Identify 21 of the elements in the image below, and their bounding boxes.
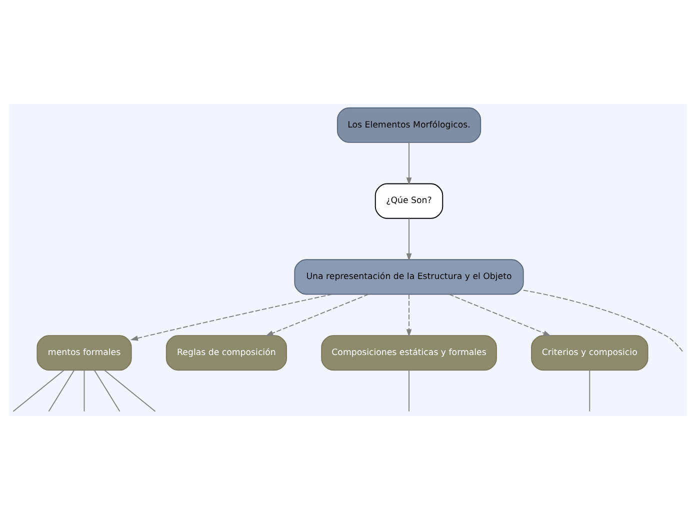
connector [522, 290, 684, 352]
connector [48, 370, 75, 412]
node-box: Reglas de composición [166, 335, 287, 371]
node-box: Criterios y composicio [531, 335, 648, 371]
connector [104, 370, 156, 412]
node-box: ¿Qúe Son? [374, 183, 444, 219]
node-box: mentos formales [36, 335, 132, 371]
arrow [448, 294, 552, 336]
node-box: Composiciones estáticas y formales [321, 335, 497, 371]
arrow [266, 294, 369, 336]
arrow [406, 142, 412, 186]
node-box: Una representación de la Estructura y el Objeto [294, 259, 524, 295]
node-box: Los Elementos Morfólogicos. [336, 107, 482, 143]
arrow [406, 294, 412, 337]
connector [12, 370, 65, 412]
connector [408, 370, 410, 412]
connector [94, 370, 120, 412]
arrow [406, 218, 412, 262]
arrow [130, 294, 333, 341]
connector [84, 370, 85, 412]
connector [589, 370, 590, 412]
